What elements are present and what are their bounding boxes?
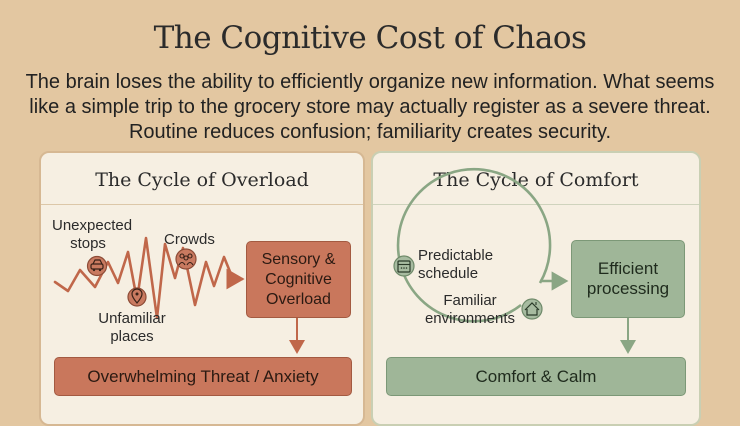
comfort-calm-box: Comfort & Calm	[386, 357, 686, 396]
chaos-zigzag-line	[53, 236, 245, 320]
page-subtitle: The brain loses the ability to efficient…	[25, 71, 715, 143]
calendar-icon	[393, 255, 415, 277]
page-title: The Cognitive Cost of Chaos	[153, 20, 587, 56]
sensory-cognitive-overload-label: Sensory & Cognitive Overload	[261, 250, 336, 308]
diagram-graphics	[53, 167, 636, 354]
overwhelming-threat-box: Overwhelming Threat / Anxiety	[54, 357, 352, 396]
efficient-processing-box: Efficient processing	[571, 240, 685, 318]
input-familiar-environments: Familiar environments	[424, 292, 516, 327]
overwhelming-threat-label: Overwhelming Threat / Anxiety	[87, 366, 319, 386]
overload-panel-header: The Cycle of Overload	[41, 153, 363, 205]
input-predictable-schedule: Predictable schedule	[418, 247, 494, 282]
trigger-unfamiliar-places: Unfamiliar places	[98, 310, 166, 345]
location-pin-icon	[127, 287, 147, 307]
comfort-calm-label: Comfort & Calm	[475, 366, 597, 386]
sensory-cognitive-overload-box: Sensory & Cognitive Overload	[246, 241, 351, 318]
efficient-processing-label: Efficient processing	[586, 259, 670, 298]
trigger-crowds: Crowds	[164, 231, 215, 248]
people-icon	[175, 248, 197, 270]
comfort-cycle-arc	[396, 167, 552, 323]
car-icon	[86, 255, 108, 277]
trigger-unexpected-stops: Unexpected stops	[52, 217, 133, 252]
house-icon	[521, 298, 543, 320]
comfort-panel-header: The Cycle of Comfort	[373, 153, 699, 205]
